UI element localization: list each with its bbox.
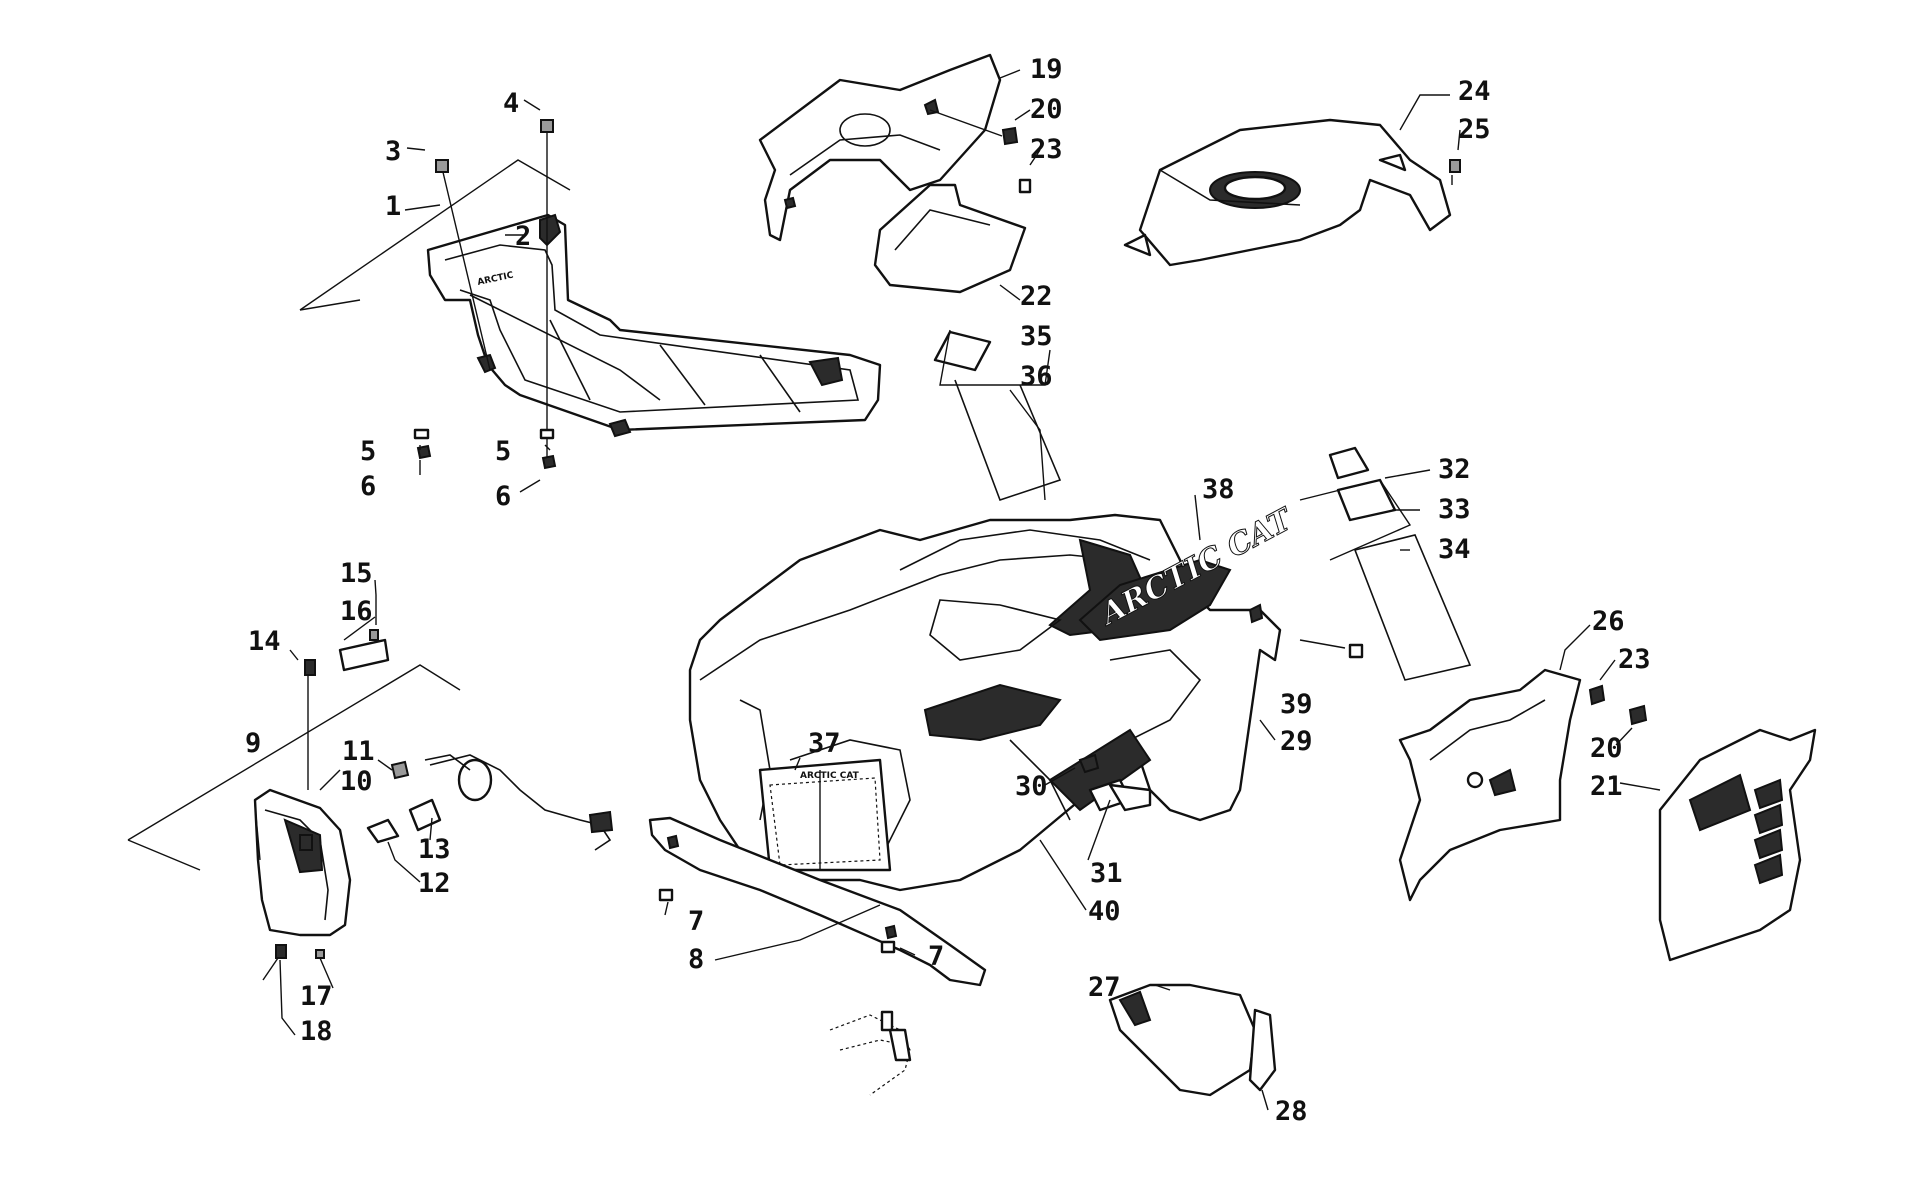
callout-19: 19 [1030,54,1063,85]
callout-18: 18 [300,1016,333,1047]
callout-1: 1 [385,191,401,222]
item-39 [1299,639,1364,659]
callout-7a: 7 [688,906,704,937]
callout-29: 29 [1280,726,1313,757]
callout-31: 31 [1090,858,1123,889]
callout-8: 8 [688,944,704,975]
callout-11: 11 [342,736,375,767]
callout-23b: 23 [1618,644,1651,675]
callout-14: 14 [248,626,281,657]
callout-5b: 5 [495,436,511,467]
callout-21: 21 [1590,771,1623,802]
callout-33: 33 [1438,494,1471,525]
right-side-panel-21 [1628,704,1817,962]
rear-panel [1123,118,1461,267]
callout-labels: 1 2 3 4 5 5 6 6 7 7 8 9 10 11 12 13 14 1… [245,54,1651,1127]
callout-12: 12 [418,868,451,899]
headlight-assembly [127,629,461,959]
callout-5a: 5 [360,436,376,467]
callout-6b: 6 [495,481,511,512]
callout-13: 13 [418,834,451,865]
callout-26: 26 [1592,606,1625,637]
lower-bracket [648,816,987,987]
callout-22: 22 [1020,281,1053,312]
callout-36: 36 [1020,361,1053,392]
front-rack: ARCTIC [299,159,882,438]
front-grille: ARCTIC CAT [758,758,892,872]
callout-37: 37 [808,728,841,759]
callout-25: 25 [1458,114,1491,145]
callout-28: 28 [1275,1096,1308,1127]
callout-10: 10 [340,766,373,797]
callout-17: 17 [300,981,333,1012]
callout-3: 3 [385,136,401,167]
callout-24: 24 [1458,76,1491,107]
callout-6a: 6 [360,471,376,502]
callout-35: 35 [1020,321,1053,352]
callout-40: 40 [1088,896,1121,927]
right-side-panel-26 [1398,668,1606,902]
callout-9: 9 [245,728,261,759]
callout-27: 27 [1088,972,1121,1003]
callout-30: 30 [1015,771,1048,802]
front-upper-panel [758,53,1032,294]
callout-16: 16 [340,596,373,627]
callout-leaders [254,69,1661,1111]
rack-hardware [413,119,557,470]
callout-39: 39 [1280,689,1313,720]
bulb-socket [366,754,614,851]
callout-15: 15 [340,558,373,589]
lower-skid [1108,983,1277,1097]
callout-32: 32 [1438,454,1471,485]
decals-35-36 [933,329,1062,502]
svg-text:ARCTIC CAT: ARCTIC CAT [800,771,860,781]
callout-2: 2 [515,221,531,252]
callout-34: 34 [1438,534,1471,565]
callout-23a: 23 [1030,134,1063,165]
callout-7b: 7 [928,941,944,972]
callout-20b: 20 [1590,733,1623,764]
callout-20a: 20 [1030,94,1063,125]
mount-sketch [829,1010,912,1096]
callout-38: 38 [1202,474,1235,505]
callout-4: 4 [503,88,519,119]
